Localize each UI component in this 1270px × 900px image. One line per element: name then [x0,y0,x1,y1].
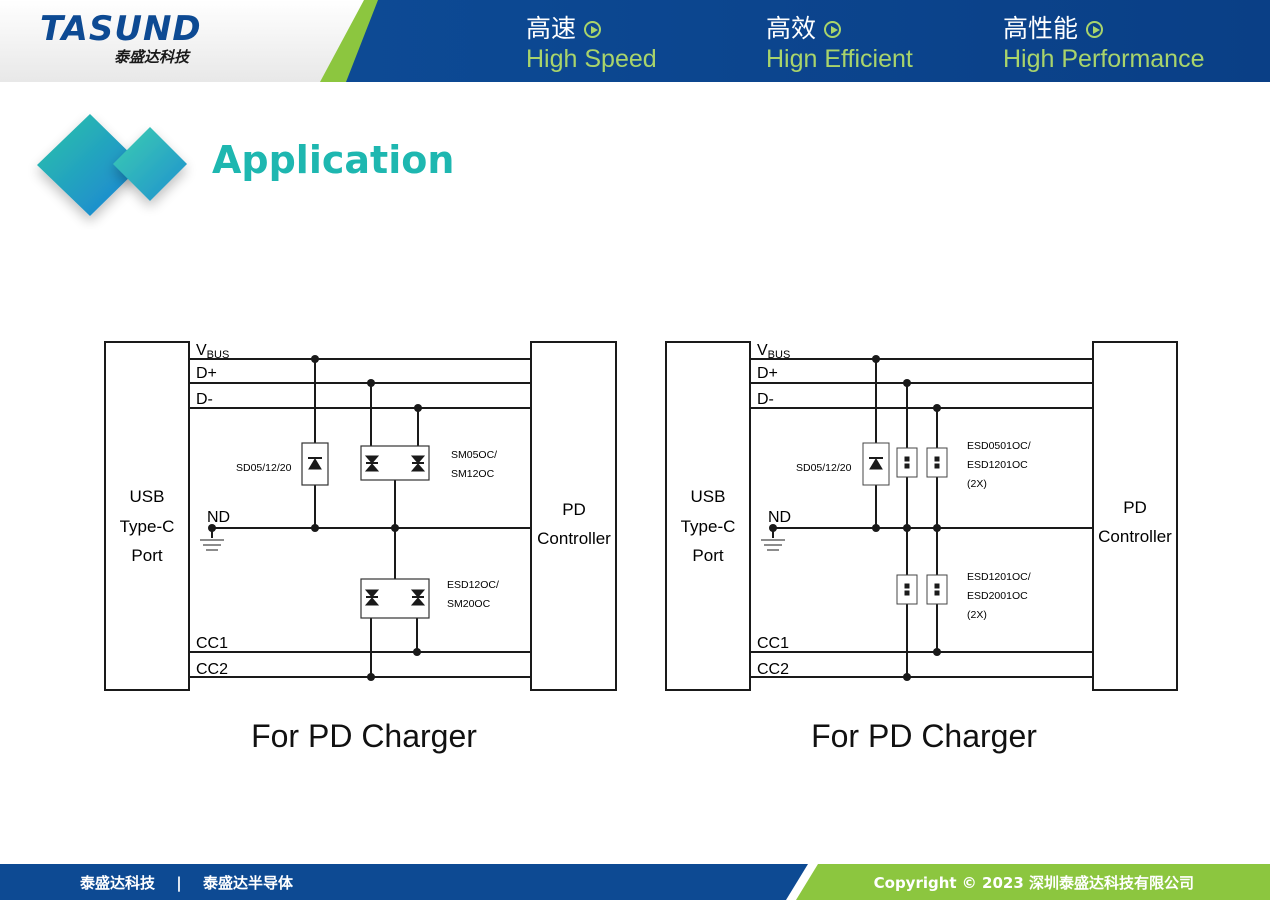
usb-port-label-2: Type-C [681,517,736,536]
slogan-cn: 高性能 [1003,14,1079,43]
slogan-en: High Speed [526,45,657,73]
component-label: ESD2001OC [967,590,1028,602]
component-label: SD05/12/20 [796,462,852,474]
pd-controller-label-2: Controller [1098,527,1172,546]
slogan-en: High Performance [1003,45,1205,73]
diagram-caption-1: For PD Charger [251,718,477,754]
component-label: ESD12OC/ [447,579,499,591]
company-logo: TASUND 泰盛达科技 [40,10,290,66]
dminus-label: D- [196,391,213,408]
component-label: ESD1201OC [967,459,1028,471]
component-label: (2X) [967,609,987,621]
logo-subtext: 泰盛达科技 [114,48,190,66]
footer-copyright: Copyright © 2023 深圳泰盛达科技有限公司 [873,874,1194,892]
component-label: SM20OC [447,598,491,610]
pd-controller-label-2: Controller [537,529,611,548]
footer-banner: 泰盛达科技 | 泰盛达半导体 Copyright © 2023 深圳泰盛达科技有… [0,864,1270,900]
esd1201oc-device [926,574,948,605]
svg-text:VBUS: VBUS [196,342,229,361]
diagram-caption-2: For PD Charger [811,718,1037,754]
usb-port-label-1: USB [130,487,165,506]
usb-port-label-3: Port [692,546,723,565]
play-circle-icon [1086,20,1104,38]
header-banner: TASUND 泰盛达科技 高速 High Speed 高效 Hign Effic… [0,0,1270,82]
component-label: ESD1201OC/ [967,571,1031,583]
cc2-label: CC2 [196,661,228,678]
pd-controller-label-1: PD [562,500,586,519]
esd0501oc-device [896,447,918,478]
dplus-label: D+ [757,365,778,382]
pd-controller-label-1: PD [1123,498,1147,517]
play-circle-icon [584,20,602,38]
component-label: SM12OC [451,468,495,480]
cc1-label: CC1 [196,635,228,652]
vbus-subscript: BUS [768,349,791,361]
ground-label: ND [207,509,230,526]
slogan-high-efficient: 高效 Hign Efficient [766,14,913,74]
header-background [0,0,1270,82]
circuit-schematic-1: USB Type-C Port PD Controller VBUS D+ D-… [104,341,617,691]
vbus-label: V [757,342,768,359]
circuit-diagram-1: USB Type-C Port PD Controller VBUS D+ D-… [100,330,620,699]
cc1-label: CC1 [757,635,789,652]
footer-background [0,864,1270,900]
vbus-label: V [196,342,207,359]
circuit-diagram-2: USB Type-C Port PD Controller VBUS D+ D-… [660,330,1180,699]
footer-company-name: 泰盛达科技 [80,874,156,892]
footer-links: 泰盛达科技 | 泰盛达半导体 [80,872,309,893]
slogan-high-performance: 高性能 High Performance [1003,14,1204,74]
circuit-schematic-2: USB Type-C Port PD Controller VBUS D+ D-… [665,341,1178,691]
component-label: ESD0501OC/ [967,440,1031,452]
slogan-cn: 高效 [766,14,817,43]
esd0501oc-device [926,447,948,478]
component-label: SD05/12/20 [236,462,292,474]
footer-separator: | [176,874,182,892]
play-circle-icon [824,20,842,38]
svg-text:VBUS: VBUS [757,342,790,361]
component-label: (2X) [967,478,987,490]
slogan-cn: 高速 [526,14,577,43]
esd1201oc-device [896,574,918,605]
logo-text: TASUND [40,9,202,49]
usb-port-label-3: Port [131,546,162,565]
usb-port-label-1: USB [691,487,726,506]
slogan-en: Hign Efficient [766,45,913,73]
vbus-subscript: BUS [207,349,230,361]
section-title: Application [212,138,455,182]
usb-port-label-2: Type-C [120,517,175,536]
slogan-high-speed: 高速 High Speed [526,14,657,74]
component-label: SM05OC/ [451,449,497,461]
ground-label: ND [768,509,791,526]
dplus-label: D+ [196,365,217,382]
diamond-decoration-icon [37,114,187,216]
footer-semiconductor-name: 泰盛达半导体 [202,874,293,892]
dminus-label: D- [757,391,774,408]
cc2-label: CC2 [757,661,789,678]
